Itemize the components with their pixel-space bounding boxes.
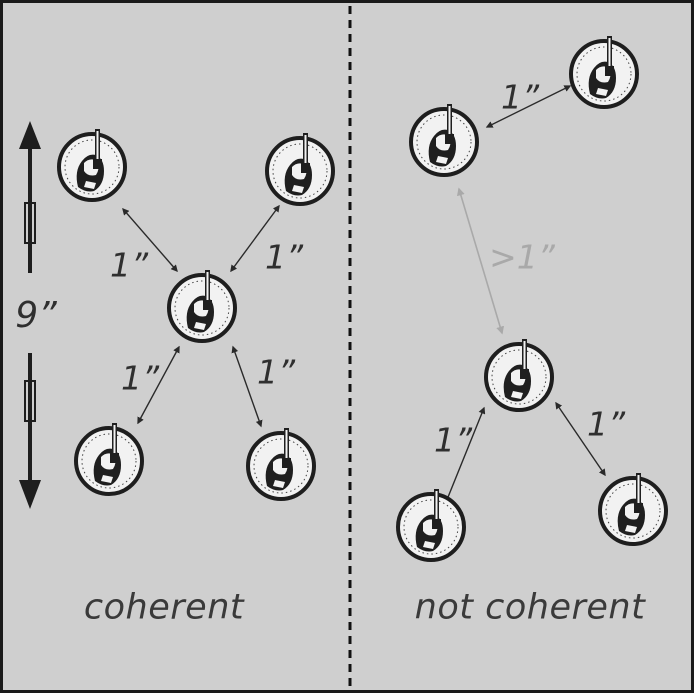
- arrow-right-top: [485, 85, 572, 128]
- miniature-on-round-base-icon: [74, 421, 144, 496]
- arrow-down-icon: [19, 480, 41, 509]
- arrow-left-upper-left: [122, 207, 178, 273]
- miniature-on-round-base-icon: [598, 471, 668, 546]
- diagram-canvas: [19, 6, 668, 690]
- miniature-on-round-base-icon: [57, 127, 127, 202]
- arrow-left-upper-right: [230, 204, 280, 273]
- miniature-on-round-base-icon: [167, 268, 237, 343]
- distance-label: 1”: [500, 77, 540, 117]
- arrow-left-lower-right: [231, 345, 263, 428]
- distance-label: 1”: [256, 352, 296, 392]
- distance-label-faded: >1”: [489, 237, 555, 277]
- miniature-on-round-base-icon: [246, 426, 316, 501]
- range-measure: [19, 121, 41, 509]
- distance-label: 1”: [109, 245, 149, 285]
- arrow-right-lower-right: [555, 401, 606, 477]
- distance-label: 1”: [586, 404, 626, 444]
- caption-coherent: coherent: [83, 587, 245, 628]
- distance-label: 1”: [120, 358, 160, 398]
- range-label: 9”: [15, 295, 57, 336]
- miniature-on-round-base-icon: [265, 131, 335, 206]
- distance-label: 1”: [433, 420, 473, 460]
- arrow-right-gap: [456, 187, 505, 335]
- miniature-on-round-base-icon: [484, 337, 554, 412]
- arrow-up-icon: [19, 121, 41, 149]
- miniature-on-round-base-icon: [396, 487, 466, 562]
- caption-not-coherent: not coherent: [414, 587, 646, 628]
- distance-label: 1”: [264, 237, 304, 277]
- miniature-on-round-base-icon: [569, 34, 639, 109]
- miniature-on-round-base-icon: [409, 102, 479, 177]
- arrow-left-lower-left: [137, 345, 180, 425]
